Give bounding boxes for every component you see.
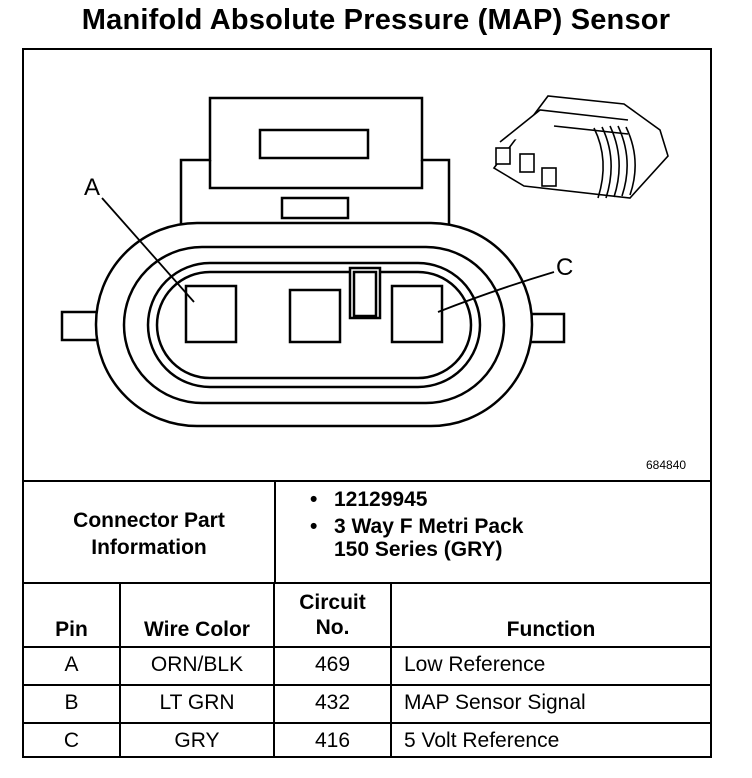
connector-info-label-line2: Information <box>91 536 207 559</box>
circuit-cell: 416 <box>314 729 351 752</box>
wire-color-cell: GRY <box>174 729 220 752</box>
wire-color-cell: LT GRN <box>159 691 235 714</box>
column-header-function: Function <box>506 618 596 641</box>
pin-cell: C <box>63 729 80 752</box>
figure-code: 684840 <box>646 458 687 472</box>
wire-color-cell: ORN/BLK <box>150 653 244 676</box>
bullet-icon: • <box>310 488 318 511</box>
function-cell: MAP Sensor Signal <box>404 691 586 714</box>
divider <box>24 722 710 724</box>
circuit-cell: 469 <box>314 653 351 676</box>
divider <box>119 582 121 758</box>
list-item: • 3 Way F Metri Pack 150 Series (GRY) <box>310 515 524 561</box>
column-header-circuit: Circuit No. <box>299 591 366 639</box>
column-header-pin: Pin <box>55 618 88 641</box>
function-cell: 5 Volt Reference <box>404 729 560 752</box>
connector-info-label-line1: Connector Part <box>73 509 225 532</box>
pin-cell: A <box>64 653 79 676</box>
page-title: Manifold Absolute Pressure (MAP) Sensor <box>81 4 671 36</box>
circuit-cell: 432 <box>314 691 351 714</box>
diagram-frame: A C 684840 Connector Part Information • … <box>22 48 712 758</box>
connector-info-list: • 12129945 • 3 Way F Metri Pack 150 Seri… <box>294 488 523 565</box>
divider <box>24 582 710 584</box>
pin-c-callout: C <box>556 254 574 281</box>
connector-figure: A C 684840 <box>24 50 710 480</box>
column-header-wire-color: Wire Color <box>144 618 250 641</box>
function-cell: Low Reference <box>404 653 546 676</box>
divider <box>273 582 275 758</box>
divider <box>24 646 710 648</box>
list-item: • 12129945 <box>310 488 428 511</box>
divider <box>274 480 276 582</box>
divider <box>24 480 710 482</box>
divider <box>24 684 710 686</box>
bullet-icon: • <box>310 515 318 538</box>
pin-a-callout: A <box>84 174 101 201</box>
divider <box>390 582 392 758</box>
pin-cell: B <box>64 691 79 714</box>
connector-face-drawing <box>60 95 669 428</box>
connector-info-label: Connector Part Information <box>24 486 274 582</box>
